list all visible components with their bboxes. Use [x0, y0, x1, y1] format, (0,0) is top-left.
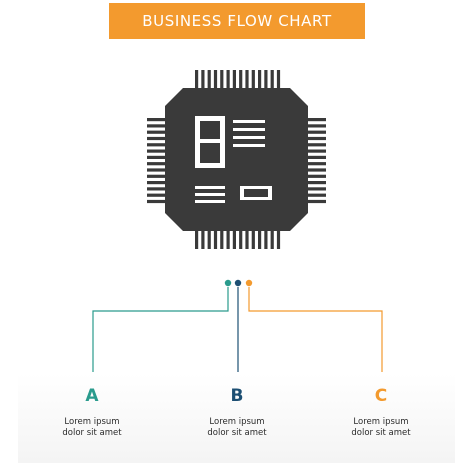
step-c-line2: dolor sit amet — [351, 428, 411, 438]
step-b-letter: B — [230, 386, 244, 406]
title-text: BUSINESS FLOW CHART — [142, 12, 332, 30]
step-a-text: Lorem ipsum dolor sit amet — [18, 417, 166, 439]
step-a-line1: Lorem ipsum — [64, 417, 120, 427]
step-a-line2: dolor sit amet — [62, 428, 122, 438]
cpu-chip-icon — [147, 70, 326, 249]
step-c-card — [307, 373, 455, 463]
title-banner: BUSINESS FLOW CHART — [109, 3, 365, 39]
step-b-line2: dolor sit amet — [207, 428, 267, 438]
step-b-line1: Lorem ipsum — [209, 417, 265, 427]
step-a-card — [18, 373, 166, 463]
step-b-text: Lorem ipsum dolor sit amet — [163, 417, 311, 439]
step-b-card — [163, 373, 311, 463]
step-a-letter: A — [85, 386, 99, 406]
step-c-text: Lorem ipsum dolor sit amet — [307, 417, 455, 439]
step-b-dot — [234, 279, 242, 287]
step-c-dot — [245, 279, 253, 287]
step-c-letter: C — [374, 386, 388, 406]
step-c-line1: Lorem ipsum — [353, 417, 409, 427]
step-a-dot — [224, 279, 232, 287]
